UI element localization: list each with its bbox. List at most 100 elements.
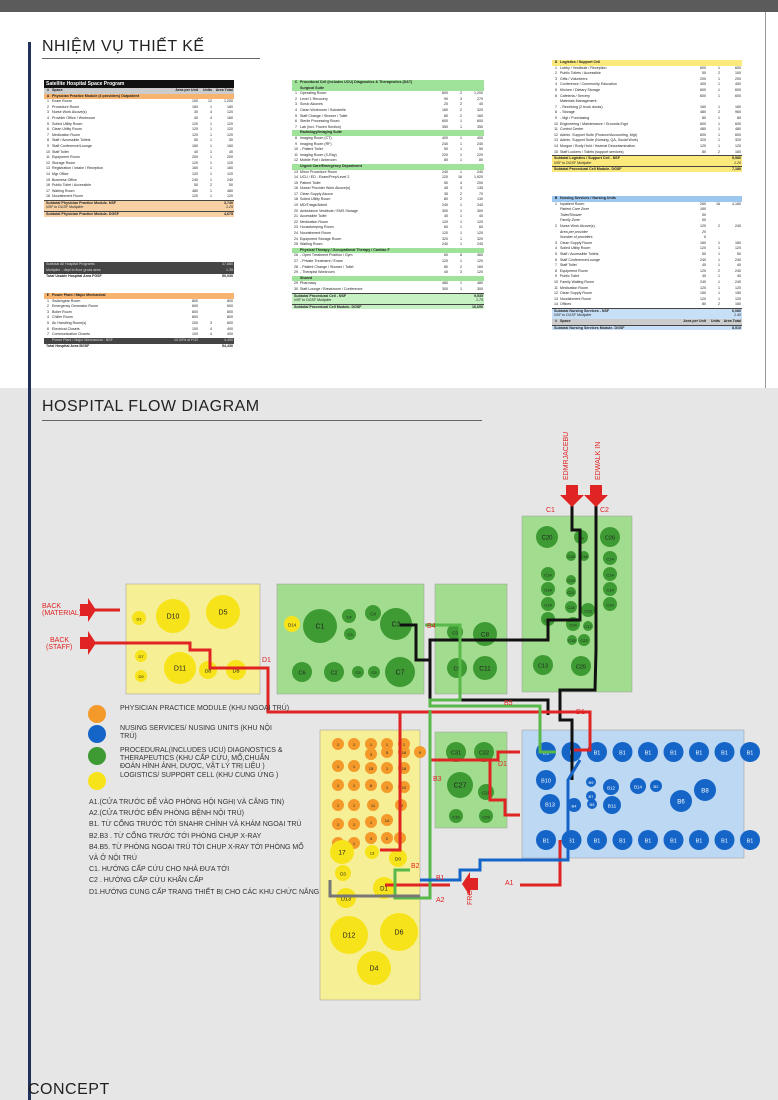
nursing-room-node	[740, 742, 760, 762]
physician-room-label: 1	[353, 803, 356, 808]
legend-dot-orange	[88, 705, 106, 723]
nursing-room-label: B1	[619, 751, 626, 757]
physician-room-label: 1	[386, 766, 389, 771]
legend-item-procedural: PROCEDURAL(INCLUDES UCU) DIAGNOSTICS & T…	[88, 747, 290, 771]
nursing-room-node	[567, 798, 581, 812]
nursing-room-node	[603, 796, 621, 814]
nursing-room-node	[586, 791, 596, 801]
table-row: Materials Management	[560, 99, 597, 104]
nursing-room-label: B1	[696, 751, 703, 757]
logistics-room-node	[380, 913, 418, 951]
physician-room-label: 1	[353, 764, 356, 769]
legend-item-physician: PHYSICIAN PRACTICE MODULE (KHU NGOẠI TRÚ…	[88, 705, 290, 723]
logistics-room-node	[226, 660, 246, 680]
nursing-room-node	[694, 779, 716, 801]
procedural-room-label: C5	[371, 670, 377, 675]
procedural-room-node	[571, 656, 591, 676]
entrance-emergency-label: EDMRJACEBU	[563, 432, 570, 480]
flow-label: D1	[262, 657, 271, 664]
procedural-room-node	[449, 809, 463, 823]
legend-label: PHYSICIAN PRACTICE MODULE (KHU NGOẠI TRÚ…	[120, 705, 290, 712]
flow-green-b	[393, 710, 432, 900]
nursing-room-label: B1	[747, 751, 754, 757]
arrow-walkin	[584, 485, 608, 507]
logistics-room-node	[164, 652, 196, 684]
physician-room-label: 1	[337, 783, 340, 788]
legend-label: NUSING SERVICES/ NUSING UNITS (KHU NỘI T…	[120, 725, 272, 740]
flow-black-3	[400, 623, 430, 662]
nursing-room-label: B1	[747, 839, 754, 845]
logistics-room-node	[373, 877, 395, 899]
flow-black-2	[558, 500, 598, 780]
physician-room-node	[381, 814, 393, 826]
procedural-room-node	[533, 655, 553, 675]
physician-room-node	[332, 799, 344, 811]
nursing-room-node	[586, 777, 596, 787]
entrance-back-material-label: BACK	[42, 603, 61, 610]
physician-room-label: 11	[371, 803, 376, 808]
nursing-room-label: B1	[721, 839, 728, 845]
logistics-room-label: D7	[138, 654, 144, 659]
physician-room-node	[348, 738, 360, 750]
procedural-room-node	[541, 582, 555, 596]
flow-label: C1	[546, 507, 555, 514]
flow-grey	[328, 880, 420, 898]
top-bar	[0, 0, 778, 12]
procedural-room-label: C9	[453, 667, 460, 673]
entrance-walkin-label: EDWALK IN	[595, 442, 602, 480]
note-line: B4.B5. TỪ PHÒNG NGOẠI TRÚ TỚI CHỤP X-RAY…	[89, 843, 304, 851]
procedural-room-node	[566, 551, 576, 561]
flow-label: B2	[411, 863, 420, 870]
physician-room-node	[365, 738, 377, 750]
physician-room-node	[381, 762, 393, 774]
procedural-room-node	[385, 657, 415, 687]
table-group-row: Surgical Suite	[292, 85, 484, 92]
nursing-room-node	[587, 742, 607, 762]
nursing-room-node	[670, 790, 692, 812]
nursing-room-node	[612, 742, 633, 762]
physician-room-node	[348, 799, 360, 811]
physician-room-label: 5	[386, 750, 389, 755]
nursing-room-label: B1	[568, 839, 575, 845]
flow-red-d1	[86, 641, 592, 752]
physician-room-label: 1	[403, 742, 406, 747]
flow-red-a1	[520, 840, 562, 887]
procedural-room-label: C32	[479, 751, 489, 757]
arrow-back-material	[80, 598, 96, 622]
physician-room-label: 14	[385, 818, 390, 823]
task-section-rule	[42, 58, 260, 59]
